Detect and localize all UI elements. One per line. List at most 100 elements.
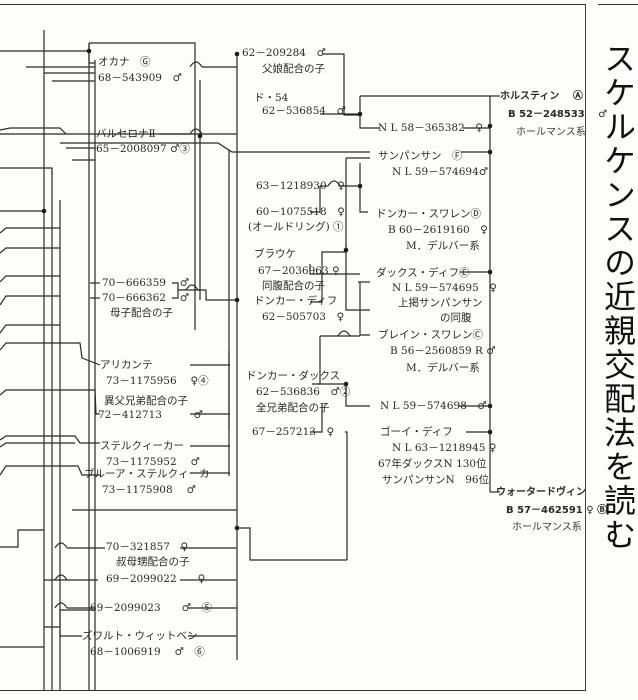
junction-dot [86,48,92,54]
line-delbar-2: M．デルバー系 [406,362,480,374]
title-top-border [598,4,638,5]
horse-goi-dif: ゴーイ・ディフ [380,426,453,438]
reg-62-536854: 62－536854 ♂ [262,105,346,117]
root-dam-reg: B 57－462591 ♀ Ⓑ [506,504,607,517]
junction-dot [197,133,203,139]
reg-67-2036963: 67－2036963 ♀ [258,265,340,277]
horse-do54: ド・54 [254,92,289,104]
link [345,158,370,311]
link [66,147,96,150]
reg-73-1175956: 73－1175956 ♀④ [106,375,209,387]
link [345,431,348,560]
horse-dax-dif: ダックス・ディフⒺ [376,267,470,279]
link [359,96,380,129]
reg-67-257213: 67－257213 ♀ [252,426,335,438]
link [0,127,67,135]
root-sire-label: ホルスティン [500,91,560,102]
reg-72-412713: 72－412713 ♂ [98,409,203,421]
reg-69-2099023: 69－2099023 ♂ ⑤ [90,602,213,614]
link [359,163,368,213]
link [0,247,60,254]
horse-blue-stel: ブルーア・ステルクィーカー [84,468,221,480]
horse-brauke: ブラウケ [254,248,296,260]
note-half-sibling: 異父兄弟配合の子 [104,395,188,407]
note-mother-son: 母子配合の子 [110,307,173,319]
bridge [327,180,341,187]
root-dam-reg-number: B 57－462591 [506,505,583,516]
frame-bottom-border [0,690,586,691]
bridge [337,330,351,337]
link [0,324,60,334]
junction-dot [487,123,493,129]
horse-alicante: アリカンテ [100,359,153,371]
note-same-womb-2: の同腹 [440,312,472,324]
horse-donkar-dax: ドンカー・ダックス [246,370,341,382]
link [59,630,82,637]
frame-top-border [0,4,586,5]
junction-dot [234,51,240,57]
reg-b56: B 56－2560859 R ♂ [390,345,496,357]
bridge [54,542,68,549]
horse-sanpan: サンパンサン Ⓕ [378,150,463,162]
horse-blein-swallen: ブレイン・スワレンⒸ [378,329,483,341]
reg-62-505703: 62－505703 ♀ [262,311,345,323]
link [0,167,53,175]
link [0,295,60,306]
link [0,465,100,476]
junction-dot [357,111,363,117]
root-sire-name: ホルスティン Ⓐ [500,90,583,103]
reg-68-1006919: 68－1006919 ♂ ⑥ [90,646,205,658]
link [60,142,370,153]
horse-donkar-dif: ドンカー・ディフ [254,295,338,307]
female-icon: ♀ [586,505,594,516]
junction-dot [41,208,47,214]
note-father-daughter: 父娘配合の子 [262,63,325,75]
reg-63-1218930: 63－1218930 ♀ [256,180,345,192]
horse-barcelona: バルセロナⅡ [96,128,156,140]
link [310,404,323,433]
root-dam-line: ホールマンス系 [512,522,582,533]
bridge [185,284,199,291]
reg-60-1075518: 60－1075518 ♀ [256,206,345,218]
male-icon: ♂ [598,109,608,120]
root-sire-mark: Ⓐ [572,91,583,102]
link [0,342,101,366]
link [0,227,60,234]
note-aunt-nephew: 叔母甥配合の子 [116,556,190,568]
reg-okana: 68－543909 ♂ [98,72,182,84]
horse-stel: ステルクィーカー [100,440,184,452]
reg-70-321857: 70－321857 ♀ [106,541,189,553]
link [345,384,370,407]
link [0,442,75,448]
link [89,42,196,330]
bridge [189,128,203,135]
horse-zwolt: ズワルト・ウィットベン [82,630,198,642]
bridge [189,61,203,68]
reg-73-1175952: 73－1175952 ♂ [106,456,200,468]
reg-69-2099022: 69－2099022 ♀ [106,573,206,585]
reg-nl63: N L 63－1218945 ♀ [392,442,497,454]
bridge [54,574,68,581]
frame-divider [585,4,586,690]
note-full-sibling: 全兄弟配合の子 [256,402,330,414]
link [310,186,321,213]
reg-b60: B 60－2619160 ♀ [388,224,488,236]
pedigree-lines [0,30,500,690]
bridge [54,602,68,609]
link [359,282,370,336]
root-dam-name: ウォータードヴィン [496,487,586,498]
link [198,289,237,301]
link [0,435,100,444]
reg-70-666362: 70－666362 ♂ [102,292,190,304]
link [309,264,360,275]
root-sire-line: ホールマンス系 [516,127,586,138]
reg-nl59-574698: N L 59－574698 ♂ [380,400,487,412]
reg-70-666359: 70－666359 ♂ [102,277,190,289]
link [0,389,100,415]
junction-dot [343,247,349,253]
link [0,275,60,283]
line-delbar-1: M．デルバー系 [406,240,480,252]
reg-nl58: N L 58－365382 ♀ [378,122,483,134]
note-above-sanpan: 上掲サンパンサン [398,297,483,309]
reg-73-1175908: 73－1175908 ♂ [102,484,196,496]
